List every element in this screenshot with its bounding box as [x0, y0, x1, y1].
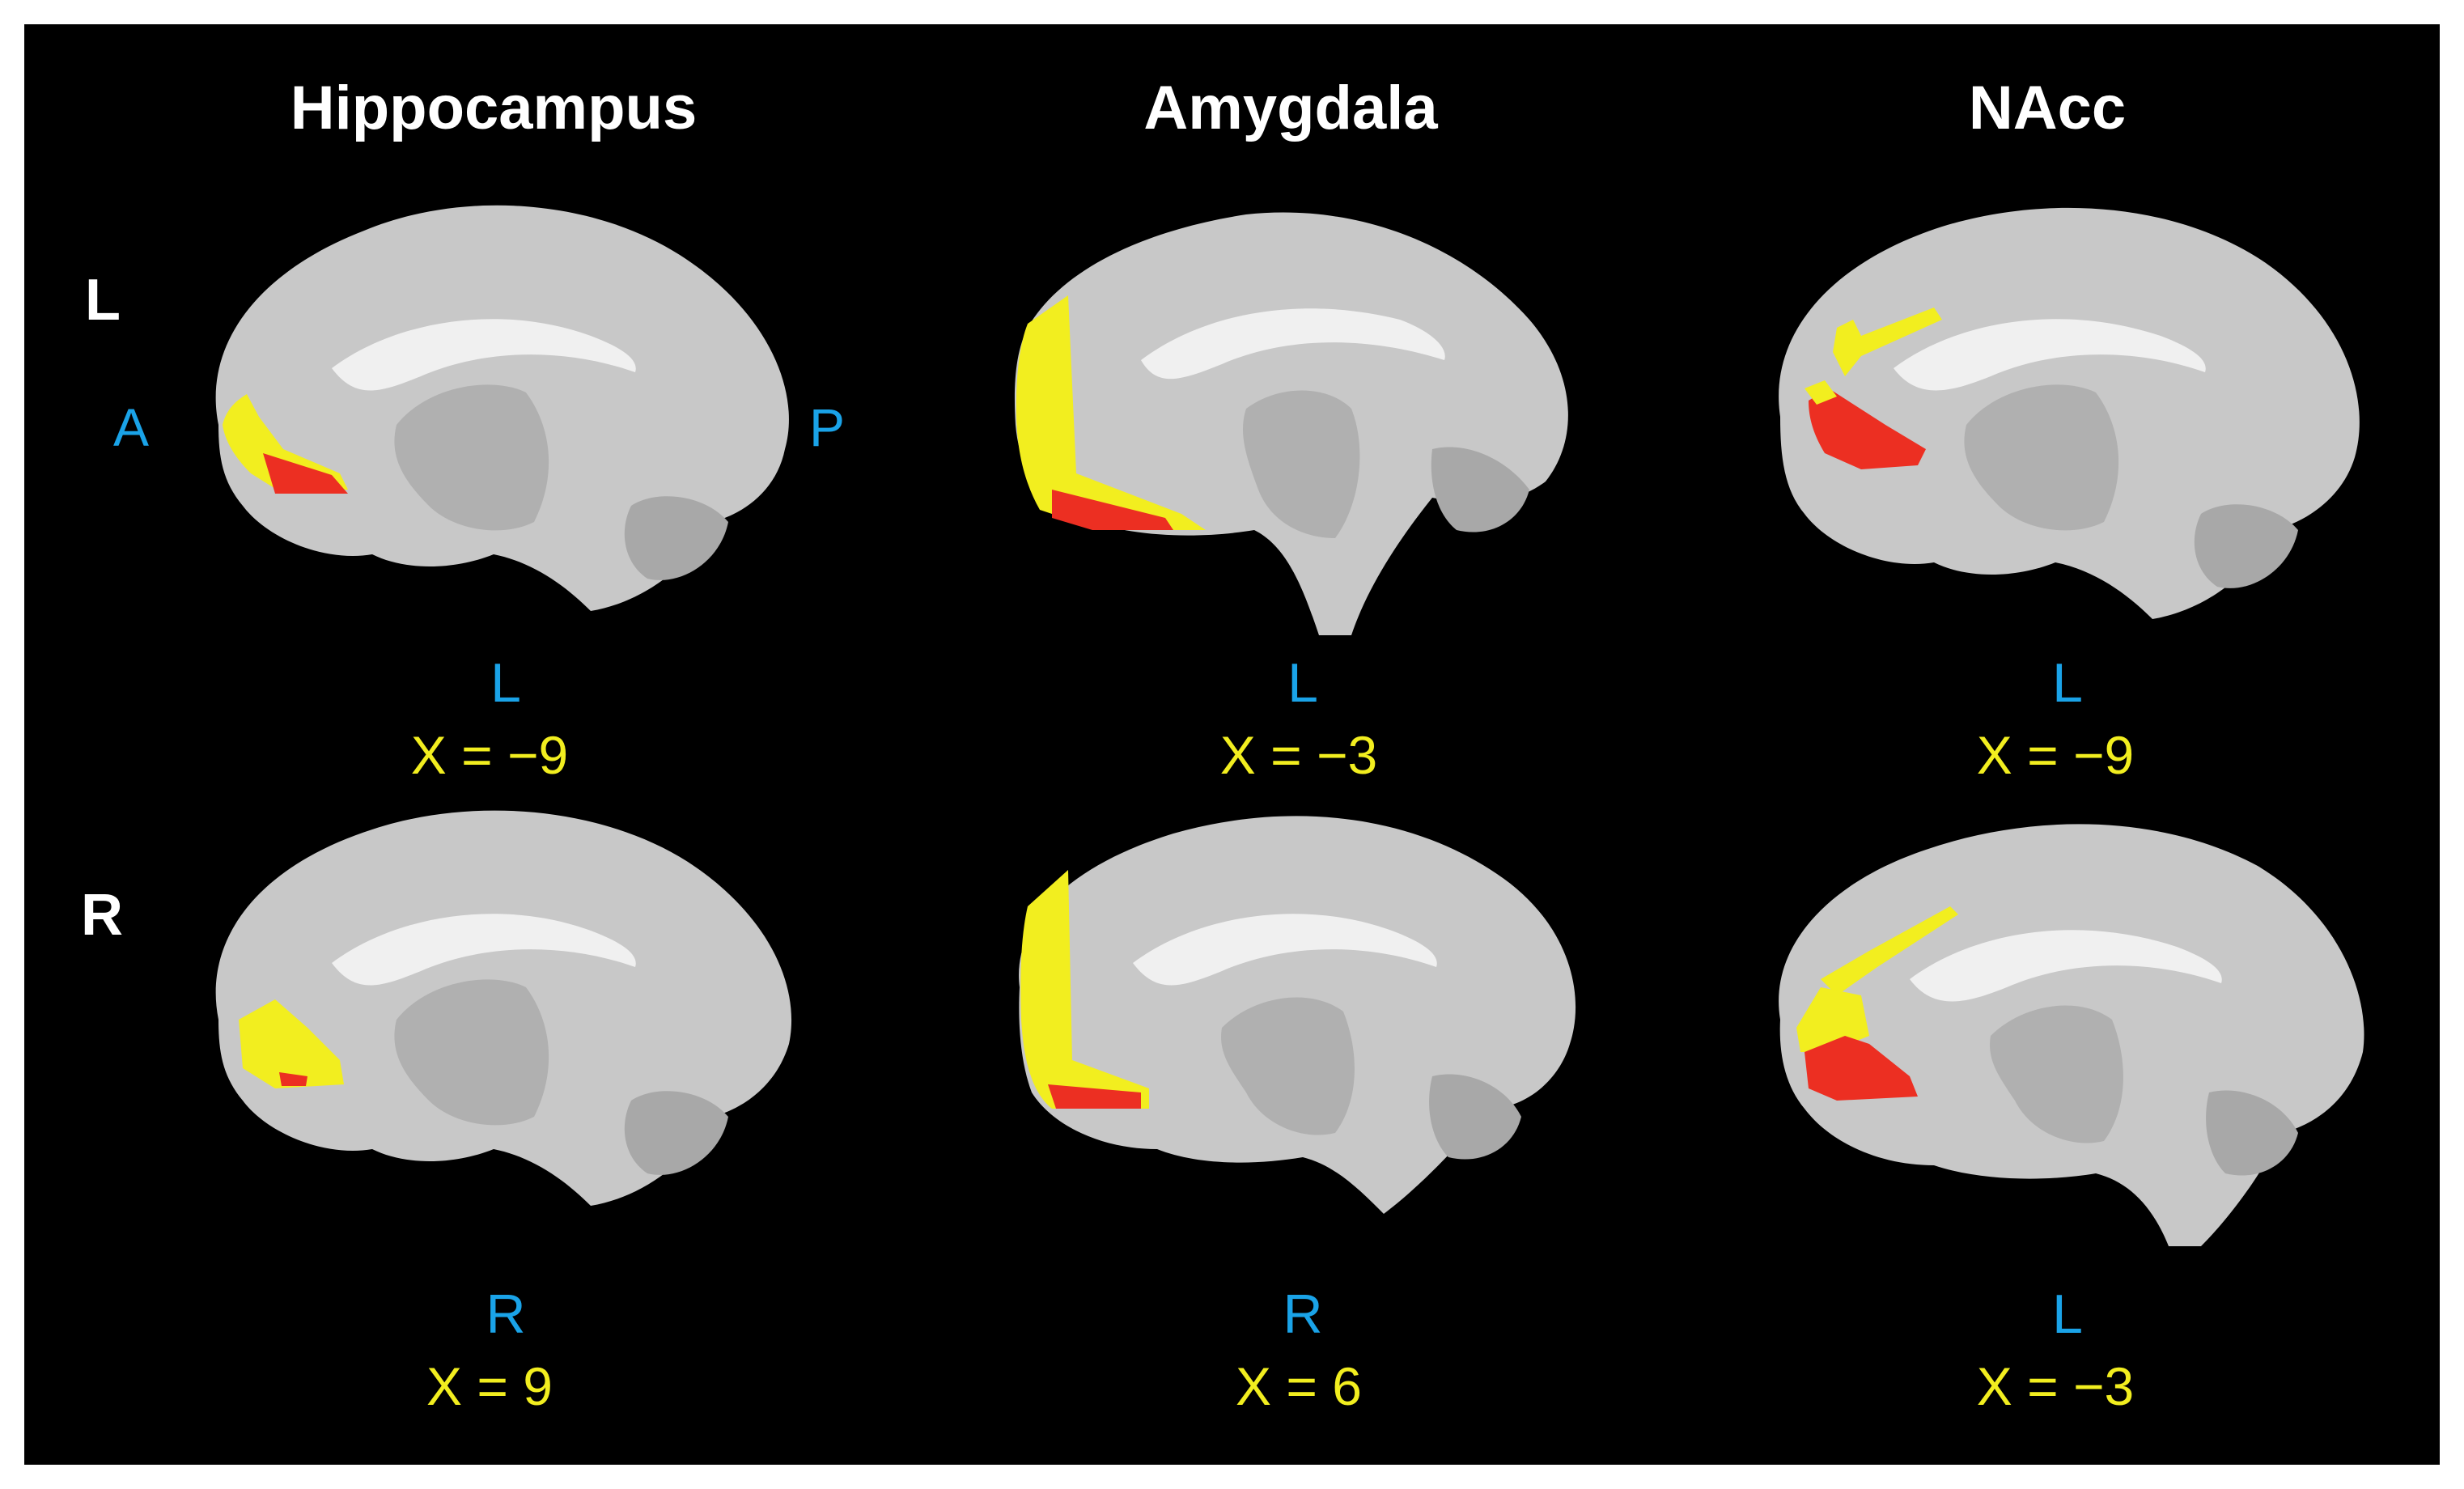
- brain-slice-hippocampus-left: [186, 182, 801, 635]
- row-label-left: L: [85, 268, 121, 333]
- posterior-label: P: [809, 397, 846, 457]
- hemisphere-label: L: [490, 652, 521, 714]
- slice-coordinate-label: X = 9: [426, 1356, 553, 1416]
- slice-coordinate-label: X = −3: [1219, 725, 1378, 785]
- slice-coordinate-label: X = −9: [410, 725, 569, 785]
- slice-coordinate-label: X = 6: [1236, 1356, 1362, 1416]
- hemisphere-label: L: [1287, 652, 1318, 714]
- slice-coordinate-label: X = −3: [1976, 1356, 2135, 1416]
- slice-coordinate-label: X = −9: [1976, 725, 2135, 785]
- brain-slice-nacc-right: [1748, 793, 2379, 1262]
- anterior-label: A: [113, 397, 150, 457]
- brain-slice-amygdala-right: [979, 785, 1594, 1254]
- hemisphere-label: R: [1283, 1283, 1323, 1345]
- column-title-nacc: NAcc: [1968, 74, 2127, 142]
- hemisphere-label: L: [2052, 1283, 2083, 1345]
- hemisphere-label: R: [486, 1283, 526, 1345]
- brain-slice-nacc-left: [1748, 182, 2379, 635]
- brain-slice-amygdala-left: [979, 182, 1594, 668]
- column-title-amygdala: Amygdala: [1143, 74, 1438, 142]
- hemisphere-label: L: [2052, 652, 2083, 714]
- row-label-right: R: [81, 883, 123, 948]
- column-title-hippocampus: Hippocampus: [290, 74, 698, 142]
- brain-slice-hippocampus-right: [186, 785, 801, 1238]
- figure-panel: Hippocampus Amygdala NAcc L R A P: [24, 24, 2440, 1465]
